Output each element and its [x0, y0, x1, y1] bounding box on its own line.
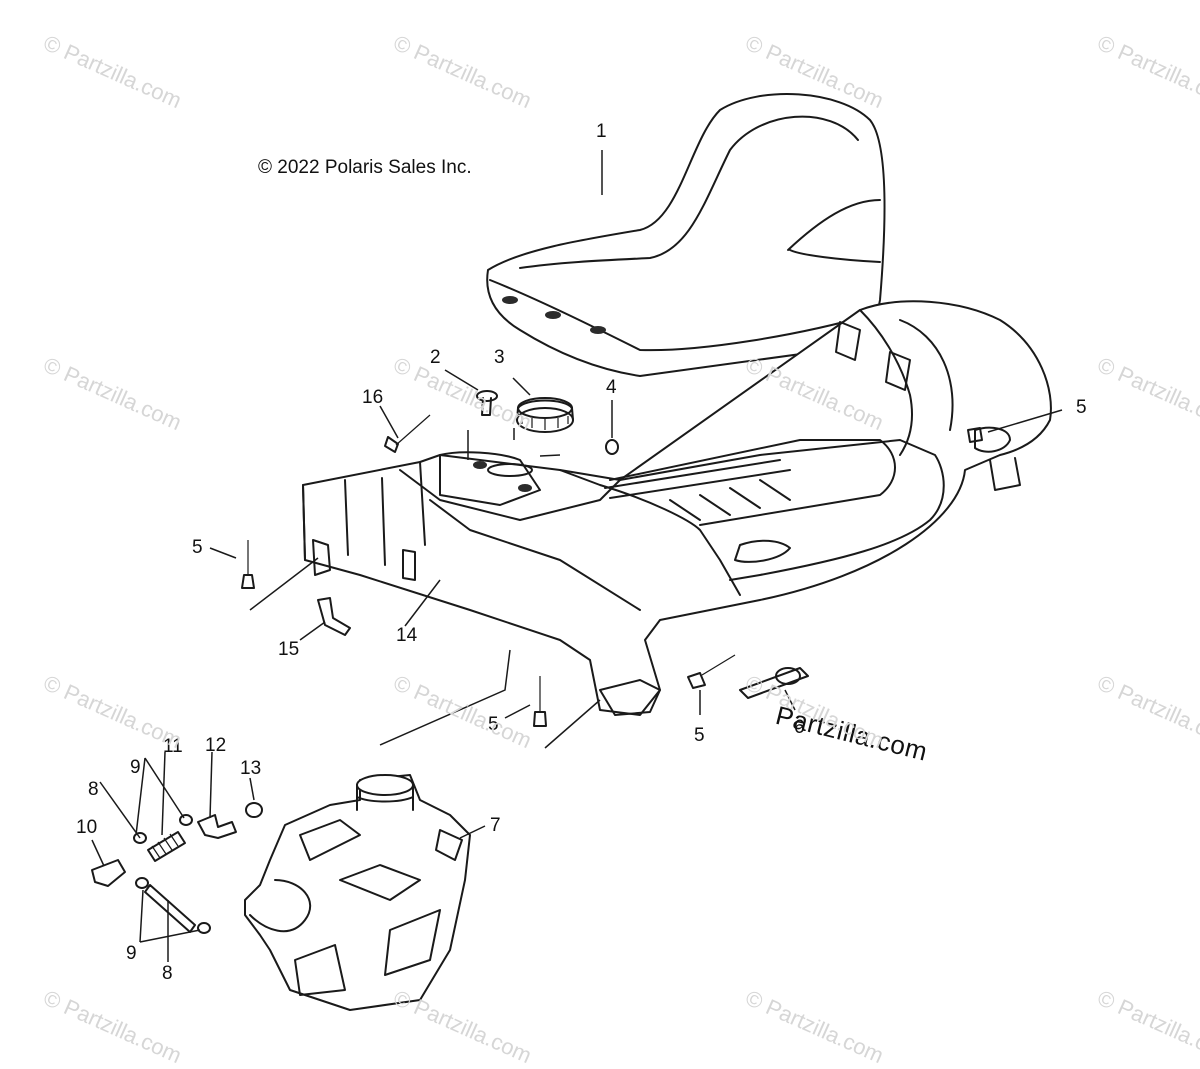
callout-16: 16: [362, 387, 384, 408]
leader-lines: [91, 150, 1063, 962]
callout-8-bottom: 8: [162, 963, 173, 984]
callout-8-top: 8: [88, 779, 99, 800]
copyright-text: © 2022 Polaris Sales Inc.: [258, 157, 472, 178]
callout-13: 13: [240, 758, 262, 779]
callout-2: 2: [430, 347, 441, 368]
hardware-drawing: [91, 390, 983, 934]
callout-9-top: 9: [130, 757, 141, 778]
callout-5-center: 5: [488, 714, 499, 735]
callout-5-right: 5: [694, 725, 705, 746]
callout-4: 4: [606, 377, 617, 398]
callout-3: 3: [494, 347, 505, 368]
callout-10: 10: [76, 817, 98, 838]
callout-9-bottom: 9: [126, 943, 137, 964]
callout-15: 15: [278, 639, 300, 660]
fuel-cap-drawing: [516, 397, 574, 433]
callout-11: 11: [163, 736, 183, 757]
callout-7: 7: [490, 815, 501, 836]
fuel-tank-drawing: [244, 774, 471, 1011]
callout-12: 12: [205, 735, 227, 756]
callout-6: 6: [794, 717, 805, 738]
callout-1: 1: [596, 121, 607, 142]
callout-5-left: 5: [192, 537, 203, 558]
callout-5-rear: 5: [1076, 397, 1087, 418]
callout-14: 14: [396, 625, 418, 646]
seat-drawing: [486, 92, 886, 377]
seat-base-drawing: [302, 300, 1052, 716]
